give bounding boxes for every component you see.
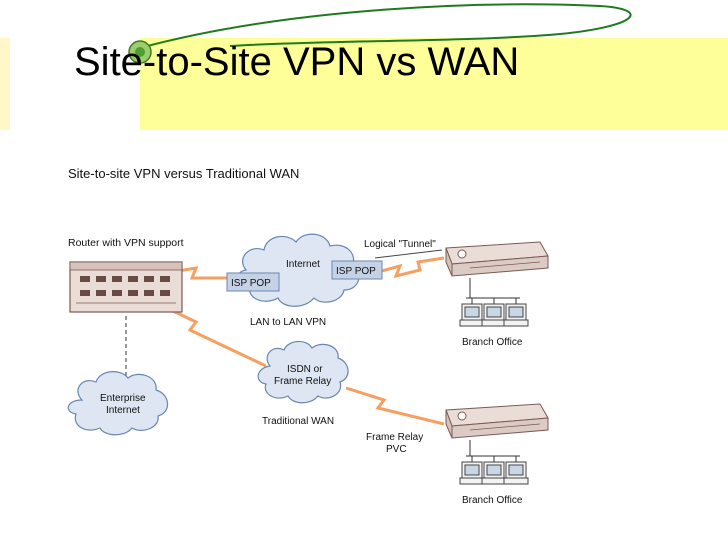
slide-title: Site-to-Site VPN vs WAN	[74, 40, 520, 84]
isdn-label-line2: Frame Relay	[274, 376, 331, 387]
computer-icon	[503, 461, 529, 485]
isp-pop-right: ISP POP	[331, 260, 383, 280]
left-accent-stripe	[0, 38, 10, 130]
branch-router-bottom-icon	[445, 403, 549, 439]
isp-pop-right-label: ISP POP	[336, 266, 376, 277]
router-vpn-label: Router with VPN support	[68, 237, 184, 249]
branch-router-top-icon	[445, 241, 549, 277]
vpn-link-left	[171, 266, 228, 280]
wan-link-lower	[345, 386, 445, 426]
computer-icon	[459, 461, 485, 485]
isdn-label-line1: ISDN or	[287, 364, 323, 375]
figure-caption: Site-to-site VPN versus Traditional WAN	[68, 166, 299, 181]
frame-relay-cloud-icon	[257, 340, 349, 404]
branch-lan-bottom	[466, 440, 520, 462]
traditional-wan-label: Traditional WAN	[262, 416, 334, 427]
branch-lan-top	[466, 278, 520, 304]
bullet-ornament-icon	[128, 40, 152, 64]
enterprise-label-line1: Enterprise	[100, 393, 146, 404]
isp-pop-left: ISP POP	[226, 272, 280, 292]
logical-tunnel-line	[374, 249, 443, 259]
logical-tunnel-label: Logical "Tunnel"	[364, 239, 436, 250]
computer-icon	[481, 303, 507, 327]
internet-label: Internet	[286, 259, 320, 270]
computer-icon	[481, 461, 507, 485]
enterprise-label-line2: Internet	[106, 405, 140, 416]
title-swoosh	[139, 3, 632, 49]
branch-office-top-label: Branch Office	[462, 337, 523, 348]
enterprise-cloud-icon	[67, 371, 169, 436]
computer-icon	[503, 303, 529, 327]
vpn-router-icon	[69, 261, 183, 313]
frame-relay-pvc-label-line1: Frame Relay	[366, 432, 423, 443]
computer-icon	[459, 303, 485, 327]
tunnel-link	[377, 256, 445, 279]
isp-pop-left-label: ISP POP	[231, 278, 271, 289]
title-band	[140, 38, 728, 130]
lan-to-lan-vpn-label: LAN to LAN VPN	[250, 317, 326, 328]
frame-relay-pvc-label-line2: PVC	[386, 444, 407, 455]
branch-office-bottom-label: Branch Office	[462, 495, 523, 506]
